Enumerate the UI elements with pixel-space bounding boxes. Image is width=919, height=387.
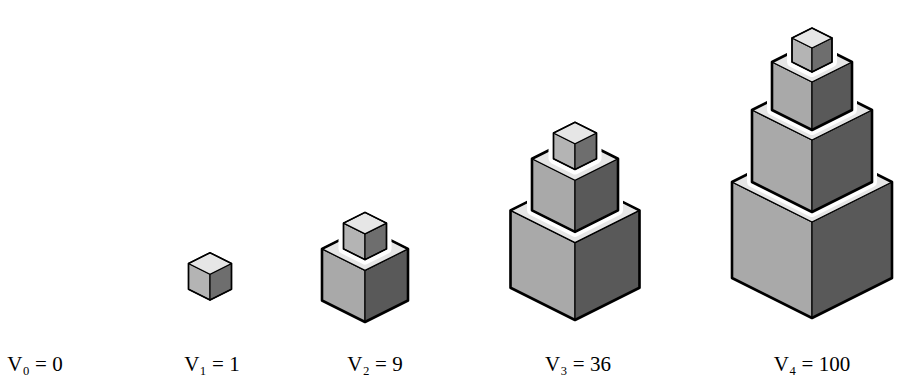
cube-stack xyxy=(322,212,408,322)
cube-halo xyxy=(792,28,832,72)
cube xyxy=(554,122,597,169)
volume-label: V₄ = 100 xyxy=(774,352,850,377)
cube-outline xyxy=(344,212,387,259)
cube-outline xyxy=(792,28,832,72)
volume-label: V₀ = 0 xyxy=(7,352,62,377)
cube-outline xyxy=(189,253,232,300)
cube-halo xyxy=(344,212,387,259)
volume-label: V₃ = 36 xyxy=(545,352,611,377)
cube-top-face xyxy=(344,212,387,234)
cube-top-face xyxy=(792,28,832,48)
cube xyxy=(792,28,832,72)
cube-outline xyxy=(554,122,597,169)
cube-top-face xyxy=(554,122,597,144)
cube-stack xyxy=(189,253,232,300)
volume-label: V₁ = 1 xyxy=(184,352,239,377)
cube-stack xyxy=(511,122,640,320)
cube-top-face xyxy=(189,253,232,275)
cube-stack xyxy=(732,28,892,318)
volume-label: V₂ = 9 xyxy=(347,352,402,377)
cube-halo xyxy=(554,122,597,169)
cube xyxy=(344,212,387,259)
cube xyxy=(189,253,232,300)
